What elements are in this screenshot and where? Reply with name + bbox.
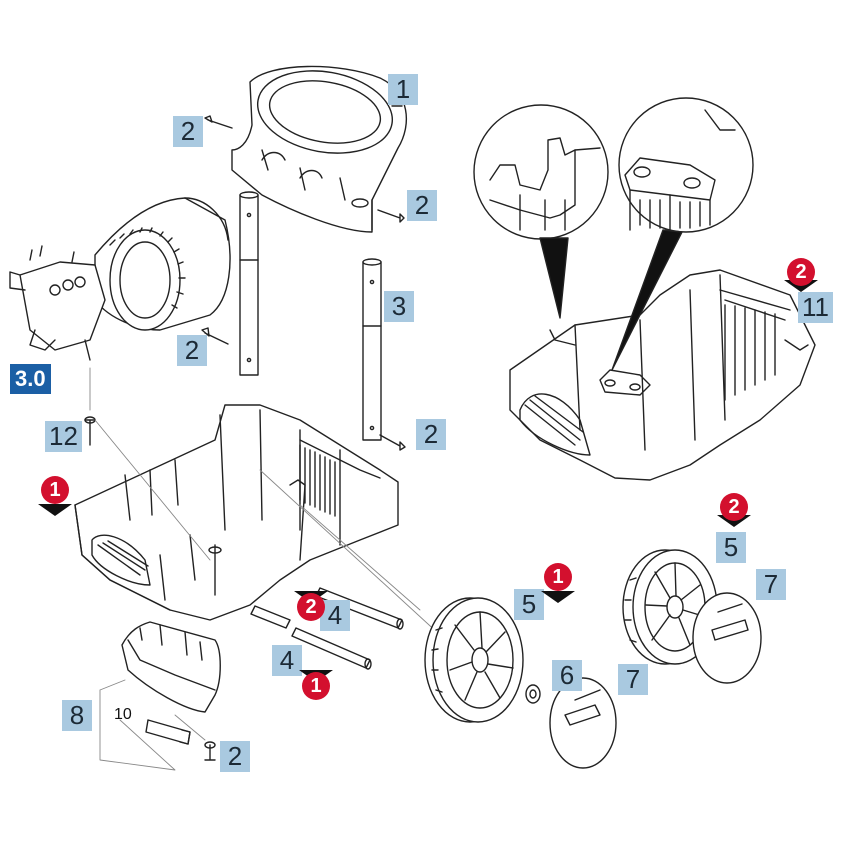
foot-pad <box>145 719 191 745</box>
label-part-6: 6 <box>552 660 582 691</box>
label-part-11: 11 <box>798 292 833 323</box>
hub-cap-right <box>692 592 762 684</box>
label-part-5-left-wheel: 5 <box>514 589 544 620</box>
label-part-3: 3 <box>384 291 414 322</box>
label-part-2-screw-foot: 2 <box>220 741 250 772</box>
label-part-4-upper: 4 <box>320 600 350 631</box>
screw-set <box>84 115 406 761</box>
label-part-7-left-cap: 7 <box>618 664 648 695</box>
label-part-2-screw-tube-right: 2 <box>416 419 446 450</box>
detail-callout-right <box>611 97 754 371</box>
variant-badge-2-rod: 2 <box>294 589 328 629</box>
base-frame-variant <box>509 269 816 481</box>
label-part-8: 8 <box>62 700 92 731</box>
hub-cap-left <box>549 677 617 769</box>
wheel-left <box>424 597 524 723</box>
label-part-5-right-wheel: 5 <box>716 532 746 563</box>
variant-badge-2-base: 2 <box>784 258 818 298</box>
base-frame <box>74 404 399 621</box>
variant-badge-1-rod: 1 <box>299 668 333 708</box>
washer <box>525 684 541 704</box>
detail-callout-left <box>473 104 609 319</box>
label-part-12: 12 <box>45 421 82 452</box>
label-part-10: 10 <box>114 706 132 723</box>
label-part-7-right-cap: 7 <box>756 569 786 600</box>
label-part-2-screw-handle-left: 2 <box>173 116 203 147</box>
variant-badge-1-wheel: 1 <box>541 563 575 603</box>
tube-left <box>239 191 259 376</box>
leader-lines <box>89 367 441 771</box>
motor-pump-assembly <box>9 197 231 361</box>
label-part-4-lower: 4 <box>272 645 302 676</box>
variant-badge-2-wheel: 2 <box>717 493 751 533</box>
handle-part <box>231 65 408 233</box>
tube-right <box>362 258 382 441</box>
variant-badge-1-base: 1 <box>38 476 72 516</box>
label-part-2-screw-tube-left: 2 <box>177 335 207 366</box>
label-part-3-0-motor-pump: 3.0 <box>10 364 51 394</box>
label-part-2-screw-handle-right: 2 <box>407 190 437 221</box>
label-part-1: 1 <box>388 74 418 105</box>
foot-cover <box>121 621 221 713</box>
